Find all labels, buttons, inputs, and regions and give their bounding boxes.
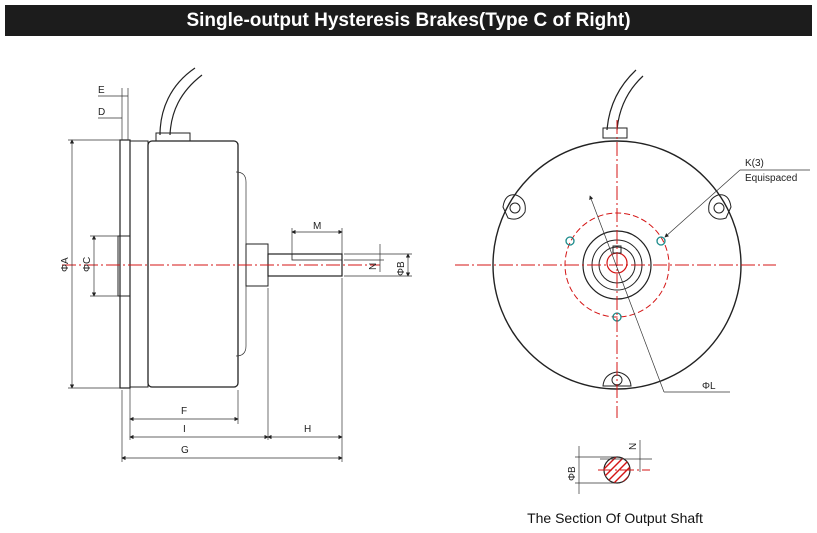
mounting-ear: [708, 194, 732, 220]
dim-label-i: I: [183, 424, 186, 435]
dim-label-e: E: [98, 85, 105, 96]
brake-body: [147, 140, 239, 388]
dim-label-phi-c: ΦC: [82, 257, 93, 272]
dim-label-n: N: [368, 263, 379, 270]
hub-recess: [117, 235, 131, 297]
section-dim-label-n: N: [628, 443, 639, 450]
dim-label-m: M: [313, 221, 321, 232]
shaft-section: ΦB N: [567, 440, 652, 494]
shaft-section-caption: The Section Of Output Shaft: [527, 510, 703, 526]
label-equispaced: Equispaced: [745, 173, 797, 184]
page-title: Single-output Hysteresis Brakes(Type C o…: [5, 5, 812, 36]
cable-gland: [602, 127, 628, 139]
dim-label-phi-b: ΦB: [396, 261, 407, 276]
dim-label-d: D: [98, 107, 105, 118]
dim-label-f: F: [181, 406, 187, 417]
side-view: E D ΦA ΦC M N ΦB F I H G: [60, 67, 412, 462]
cable-gland: [155, 132, 191, 142]
label-phi-l: ΦL: [702, 381, 716, 392]
front-view: K(3) Equispaced ΦL: [455, 69, 810, 418]
cable: [606, 69, 637, 131]
cable: [616, 75, 644, 131]
dim-label-h: H: [304, 424, 311, 435]
section-dim-label-phi-b: ΦB: [567, 466, 578, 481]
screw-hole: [656, 236, 666, 246]
mounting-ear: [502, 194, 526, 220]
cable: [159, 67, 196, 136]
dim-label-g: G: [181, 445, 189, 456]
cable: [169, 74, 203, 136]
shaft-flat: [291, 253, 343, 261]
screw-hole: [565, 236, 575, 246]
label-k3: K(3): [745, 158, 764, 169]
flange-plate: [119, 139, 131, 389]
dim-label-phi-a: ΦA: [60, 257, 71, 272]
flange-step: [129, 140, 149, 388]
